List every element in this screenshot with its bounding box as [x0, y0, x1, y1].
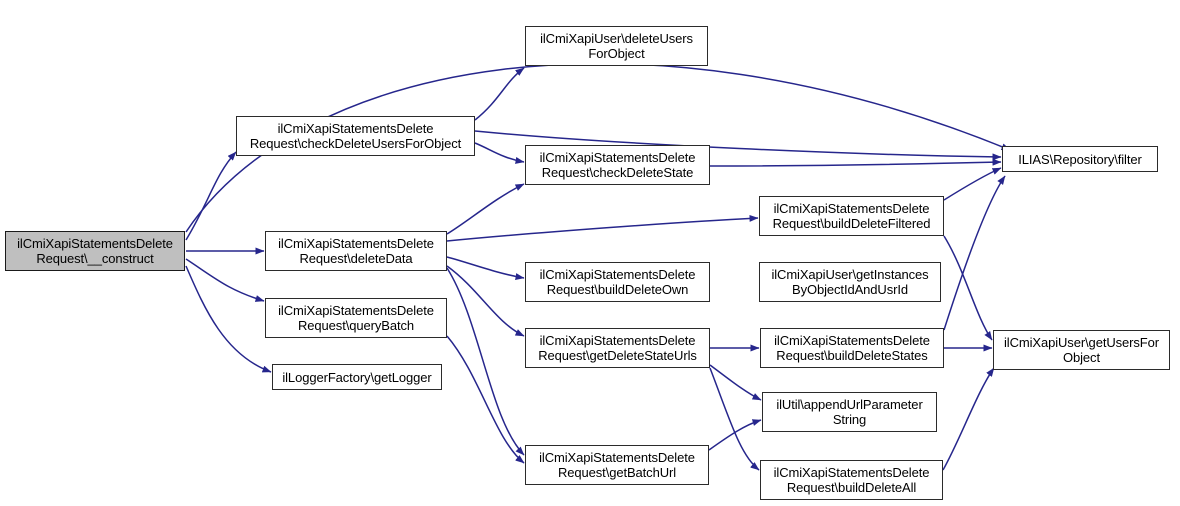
node-label-line2: Request\checkDeleteState: [541, 165, 694, 180]
edge-checkDeleteUsersForObject-to-filter: [474, 130, 1002, 161]
edge-deleteData-to-buildDeleteFiltered: [446, 214, 759, 242]
edge-checkDeleteState-to-filter: [709, 158, 1002, 167]
node-label-line1: ilCmiXapiStatementsDelete: [17, 236, 173, 251]
node-label-line1: ilCmiXapiStatementsDelete: [774, 333, 930, 348]
edge-deleteData-to-getDeleteStateUrls: [446, 265, 525, 337]
node-label-line1: ilCmiXapiStatementsDelete: [539, 267, 696, 282]
node-label-line2: Request\buildDeleteStates: [776, 348, 928, 363]
node-label-line2: String: [832, 412, 867, 427]
node-label-line1: ilCmiXapiStatementsDelete: [773, 465, 930, 480]
node-label-line1: ilCmiXapiStatementsDelete: [277, 121, 434, 136]
node-label-line1: ilCmiXapiUser\getUsersFor: [1004, 335, 1159, 350]
edge-checkDeleteUsersForObject-to-deleteUsersForObject: [474, 67, 525, 121]
node-label-line2: Request\__construct: [36, 251, 154, 266]
node-label-line2: Request\checkDeleteUsersForObject: [249, 136, 462, 151]
node-label-line2: Request\getBatchUrl: [557, 465, 677, 480]
node-label-line2: Request\buildDeleteAll: [786, 480, 917, 495]
node-label-line1: ILIAS\Repository\filter: [1018, 151, 1142, 167]
edge-buildDeleteAll-to-getUsersForObject: [942, 367, 995, 471]
node-label-line2: Request\queryBatch: [298, 318, 414, 333]
node-label-getLogger: ilLoggerFactory\getLogger: [282, 370, 431, 385]
node-label-line1: ilCmiXapiStatementsDelete: [278, 236, 434, 251]
node-label-line2: Request\buildDeleteOwn: [546, 282, 689, 297]
node-label-line1: ilLoggerFactory\getLogger: [282, 369, 432, 385]
node-filter[interactable]: ILIAS\Repository\filter: [1002, 146, 1158, 172]
edge-deleteData-to-getBatchUrl: [446, 267, 525, 456]
edge-getBatchUrl-to-appendUrlParameterString: [708, 419, 762, 451]
node-label-line1: ilCmiXapiStatementsDelete: [539, 333, 696, 348]
node-label-filter: ILIAS\Repository\filter: [1018, 151, 1142, 167]
node-label-line1: ilCmiXapiStatementsDelete: [278, 303, 434, 318]
edge-construct-to-filter: [185, 62, 1011, 233]
node-label-line2: Request\getDeleteStateUrls: [538, 348, 697, 363]
edge-queryBatch-to-getBatchUrl: [446, 335, 525, 464]
node-label-line1: ilCmiXapiStatementsDelete: [773, 201, 930, 216]
edge-deleteData-to-buildDeleteOwn: [446, 256, 525, 281]
node-label-line1: ilCmiXapiStatementsDelete: [539, 150, 696, 165]
edge-deleteData-to-checkDeleteState: [446, 183, 525, 235]
edge-checkDeleteUsersForObject-to-checkDeleteState: [474, 142, 525, 164]
edge-construct-to-getLogger: [185, 265, 272, 373]
node-label-line2: ByObjectIdAndUsrId: [792, 282, 908, 297]
node-label-line2: Request\buildDeleteFiltered: [772, 216, 931, 231]
node-label-line1: ilCmiXapiUser\getInstances: [771, 267, 929, 282]
edge-construct-to-checkDeleteUsersForObject: [185, 151, 237, 241]
node-label-line1: ilUtil\appendUrlParameter: [776, 397, 923, 412]
node-getLogger[interactable]: ilLoggerFactory\getLogger: [272, 364, 442, 390]
node-label-line1: ilCmiXapiUser\deleteUsers: [540, 31, 693, 46]
edge-buildDeleteFiltered-to-filter: [943, 167, 1002, 201]
edge-buildDeleteStates-to-filter: [943, 175, 1006, 331]
node-label-line2: ForObject: [588, 46, 645, 61]
node-label-line1: ilCmiXapiStatementsDelete: [539, 450, 695, 465]
edge-buildDeleteFiltered-to-getUsersForObject: [943, 235, 993, 341]
node-label-line2: Request\deleteData: [299, 251, 413, 266]
edge-construct-to-queryBatch: [185, 258, 265, 302]
edge-getDeleteStateUrls-to-appendUrlParameterString: [709, 364, 762, 401]
node-label-line2: Object: [1063, 350, 1100, 365]
